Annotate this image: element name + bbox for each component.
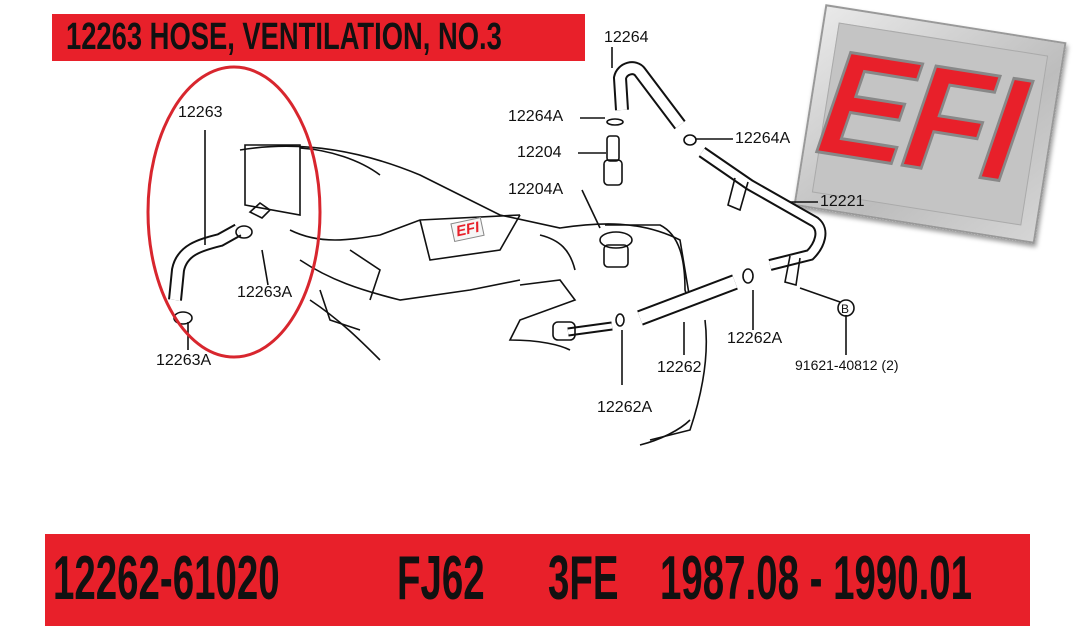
callout-91621-40812: 91621-40812 (2) [795,357,899,373]
callout-12263a-lower: 12263A [156,352,212,369]
hose-12263 [168,130,272,350]
callout-12204a: 12204A [508,181,564,198]
production-date-range: 1987.08 - 1990.01 [660,544,973,613]
part-title-banner: 12263 HOSE, VENTILATION, NO.3 [52,14,585,61]
model-code: FJ62 [397,544,485,613]
callout-12204: 12204 [517,144,562,161]
pipe-12221 [698,147,847,355]
bolt-b-label: B [841,302,849,316]
callout-12263: 12263 [178,104,223,121]
fitment-banner: 12262-61020 FJ62 3FE 1987.08 - 1990.01 [45,534,1030,626]
part-title: 12263 HOSE, VENTILATION, NO.3 [66,16,502,58]
highlight-ellipse [146,65,322,359]
part-number: 12262-61020 [53,544,280,613]
hose-12262 [552,268,754,385]
callout-12221: 12221 [820,193,865,210]
engine-code: 3FE [548,544,619,613]
callout-12264a-right: 12264A [735,130,791,147]
callout-12262a-lower: 12262A [597,399,653,416]
hose-12264 [580,47,733,146]
callout-12264: 12264 [604,29,649,46]
callout-12264a-left: 12264A [508,108,564,125]
bolt-b-symbol [837,299,855,317]
callout-12262: 12262 [657,359,702,376]
callout-12262a-right: 12262A [727,330,783,347]
valve-12204 [578,135,633,268]
callout-12263a-upper: 12263A [237,284,293,301]
